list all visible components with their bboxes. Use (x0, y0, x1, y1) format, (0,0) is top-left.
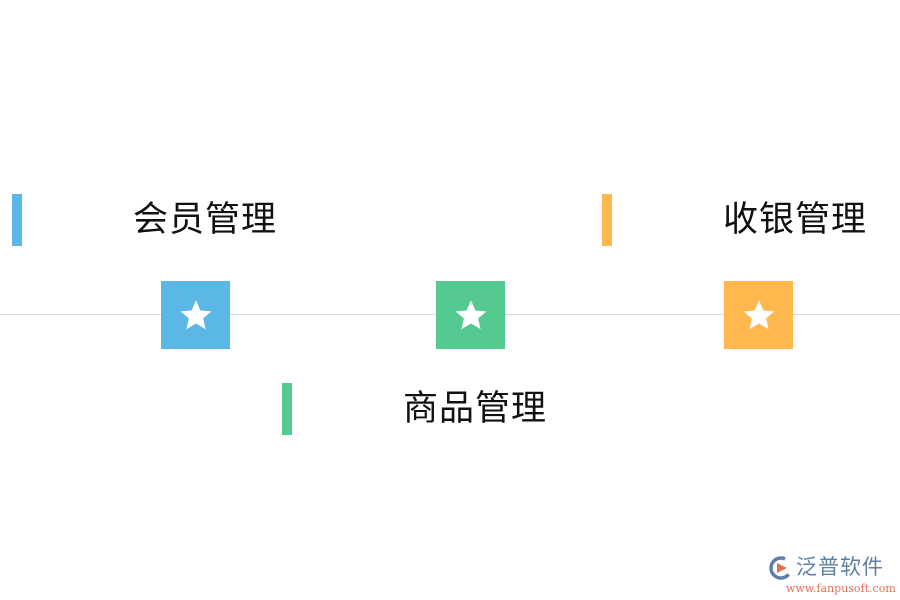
star-icon (743, 300, 774, 330)
label-cashier-management: 收银管理 (723, 200, 868, 240)
accent-bar-product (282, 383, 292, 435)
marker-member (161, 281, 230, 349)
star-icon (180, 300, 211, 330)
label-product-management: 商品管理 (403, 389, 548, 429)
marker-product (436, 281, 505, 349)
watermark-brand-name: 泛普软件 (796, 555, 884, 579)
star-icon (455, 300, 486, 330)
watermark-url: www.fanpusoft.com (786, 582, 896, 595)
accent-bar-cashier (602, 194, 612, 246)
fanpu-logo-icon (769, 556, 793, 580)
watermark: 泛普软件 www.fanpusoft.com (768, 553, 896, 597)
label-member-management: 会员管理 (133, 200, 278, 240)
accent-bar-member (12, 194, 22, 246)
marker-cashier (724, 281, 793, 349)
